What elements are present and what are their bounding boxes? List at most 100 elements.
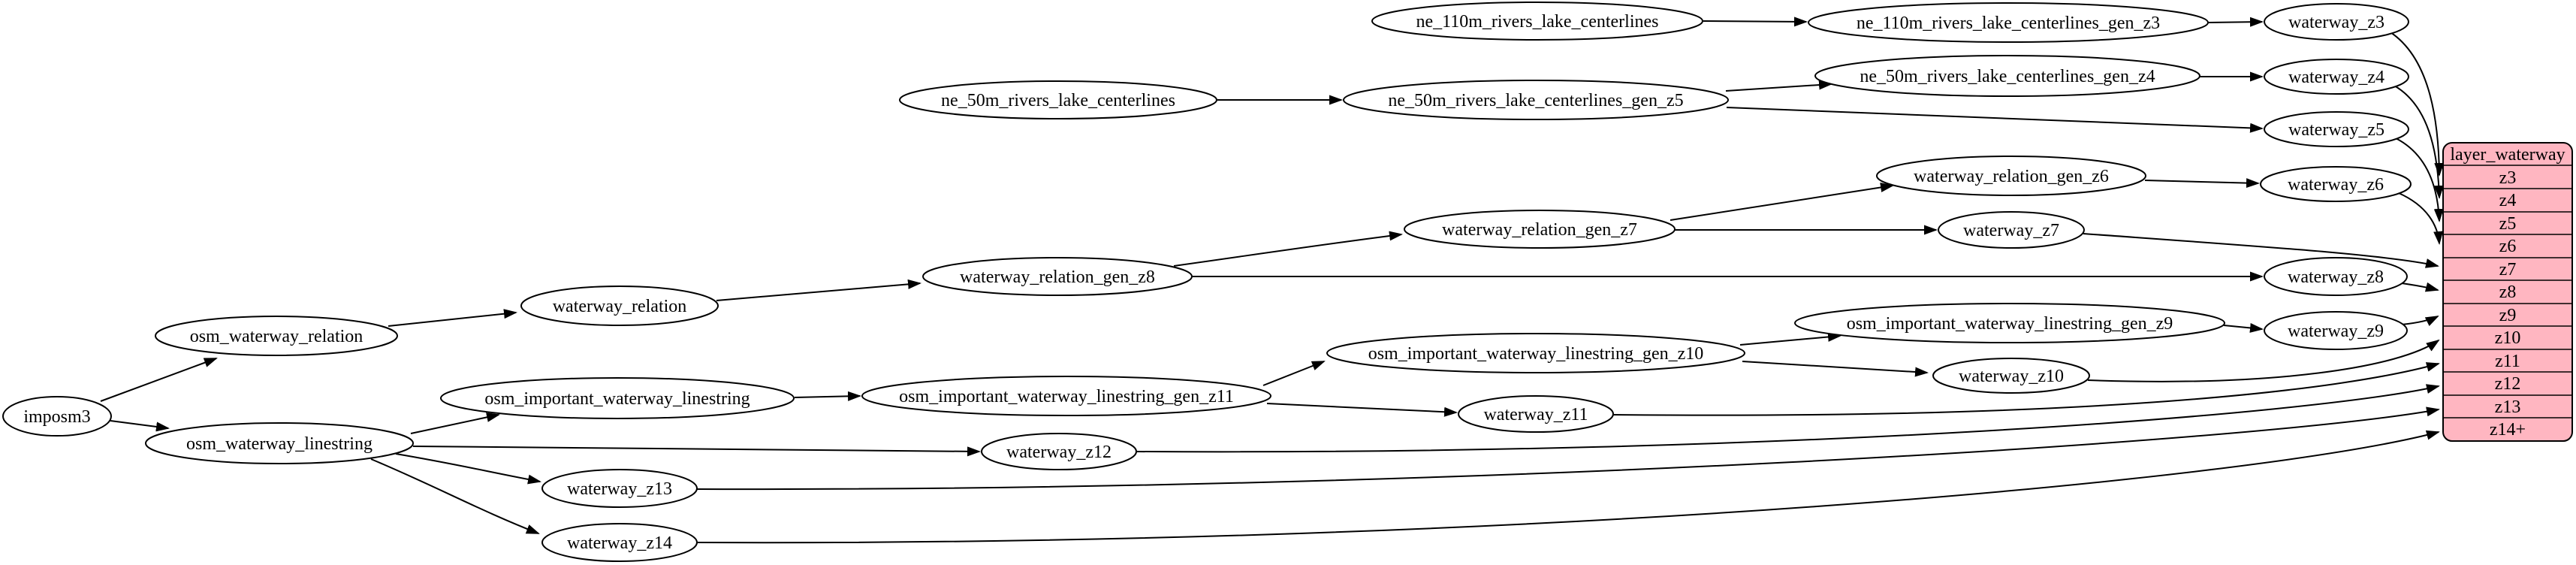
table-row-z6: z6 bbox=[2499, 237, 2517, 256]
node-osm_waterway_linestring: osm_waterway_linestring bbox=[145, 422, 414, 464]
node-osm_important_waterway_linestring_gen_z9: osm_important_waterway_linestring_gen_z9 bbox=[1794, 303, 2225, 343]
edge-gen_z3-to-waterway_z3 bbox=[2207, 17, 2264, 27]
edge-waterway_relation-to-waterway_relation_gen_z8 bbox=[716, 279, 922, 301]
node-waterway_z10: waterway_z10 bbox=[1932, 358, 2090, 394]
node-waterway_z3-label: waterway_z3 bbox=[2288, 13, 2384, 32]
table-row-z14plus: z14+ bbox=[2490, 420, 2526, 440]
node-waterway_z13: waterway_z13 bbox=[541, 469, 698, 508]
node-ne_50m_rivers_lake_centerlines-label: ne_50m_rivers_lake_centerlines bbox=[941, 91, 1175, 110]
edge-waterway_z11-to-row-z11 bbox=[1612, 362, 2440, 416]
edge-waterway_z3-to-row-z3 bbox=[2390, 32, 2445, 177]
node-waterway_relation-label: waterway_relation bbox=[553, 297, 687, 316]
edge-osm_waterway_relation-to-waterway_relation bbox=[388, 309, 517, 327]
edge-gen_z10-to-gen_z9 bbox=[1739, 331, 1842, 346]
edge-waterway_relation_gen_z8-to-waterway_relation_gen_z7 bbox=[1173, 231, 1403, 267]
edge-waterway_z12-to-row-z12 bbox=[1136, 384, 2440, 453]
node-waterway_z11: waterway_z11 bbox=[1458, 395, 1614, 433]
node-waterway_relation_gen_z6-label: waterway_relation_gen_z6 bbox=[1914, 167, 2109, 186]
edge-waterway_z4-to-row-z4 bbox=[2394, 85, 2444, 199]
layer-waterway-table: layer_waterway z3 z4 z5 z6 z7 z8 z9 z10 … bbox=[2442, 142, 2573, 442]
node-waterway_z6: waterway_z6 bbox=[2260, 166, 2412, 202]
edge-waterway_z13-to-row-z13 bbox=[696, 406, 2440, 491]
node-waterway_relation_gen_z7-label: waterway_relation_gen_z7 bbox=[1442, 220, 1637, 240]
edge-gen_z10-to-waterway_z10 bbox=[1742, 361, 1929, 377]
node-ne_110m_rivers_lake_centerlines_gen_z3: ne_110m_rivers_lake_centerlines_gen_z3 bbox=[1808, 2, 2209, 43]
node-waterway_z14-label: waterway_z14 bbox=[567, 533, 672, 553]
node-waterway_z9: waterway_z9 bbox=[2264, 311, 2408, 350]
node-ne_50m_rivers_lake_centerlines_gen_z5: ne_50m_rivers_lake_centerlines_gen_z5 bbox=[1343, 80, 1729, 120]
node-waterway_z5-label: waterway_z5 bbox=[2288, 120, 2384, 140]
node-osm_important_waterway_linestring_gen_z11-label: osm_important_waterway_linestring_gen_z1… bbox=[899, 387, 1234, 406]
node-ne_110m_rivers_lake_centerlines: ne_110m_rivers_lake_centerlines bbox=[1371, 2, 1703, 41]
node-osm_important_waterway_linestring: osm_important_waterway_linestring bbox=[440, 377, 795, 419]
node-waterway_z6-label: waterway_z6 bbox=[2288, 175, 2384, 195]
node-imposm3: imposm3 bbox=[2, 396, 112, 437]
edge-imposm3-to-osm_waterway_linestring bbox=[110, 420, 170, 432]
node-waterway_relation_gen_z8: waterway_relation_gen_z8 bbox=[922, 257, 1193, 296]
node-waterway_z9-label: waterway_z9 bbox=[2288, 322, 2384, 341]
table-title: layer_waterway bbox=[2450, 145, 2565, 165]
node-waterway_z11-label: waterway_z11 bbox=[1483, 405, 1588, 425]
edge-gen_z9-to-waterway_z9 bbox=[2223, 322, 2264, 333]
node-waterway_z3: waterway_z3 bbox=[2264, 3, 2409, 41]
node-waterway_z5: waterway_z5 bbox=[2264, 111, 2409, 147]
node-waterway_z8-label: waterway_z8 bbox=[2288, 267, 2384, 287]
edge-waterway_relation_gen_z7-to-waterway_relation_gen_z6 bbox=[1670, 183, 1894, 221]
node-waterway_z7-label: waterway_z7 bbox=[1963, 221, 2059, 240]
edge-layer bbox=[100, 17, 2445, 544]
table-row-z11: z11 bbox=[2495, 352, 2520, 371]
node-osm_important_waterway_linestring_gen_z10: osm_important_waterway_linestring_gen_z1… bbox=[1326, 333, 1745, 373]
node-ne_110m_rivers_lake_centerlines-label: ne_110m_rivers_lake_centerlines bbox=[1416, 12, 1659, 32]
node-ne_50m_rivers_lake_centerlines_gen_z5-label: ne_50m_rivers_lake_centerlines_gen_z5 bbox=[1388, 91, 1683, 110]
edge-osm_waterway_linestring-to-waterway_z13 bbox=[395, 453, 541, 485]
table-row-z7: z7 bbox=[2499, 260, 2517, 279]
edge-osm_waterway_linestring-to-waterway_z14 bbox=[370, 458, 540, 534]
table-row-z12: z12 bbox=[2495, 374, 2521, 394]
table-row-z3: z3 bbox=[2499, 168, 2517, 188]
node-waterway_z14: waterway_z14 bbox=[541, 523, 698, 562]
node-osm_important_waterway_linestring_gen_z10-label: osm_important_waterway_linestring_gen_z1… bbox=[1368, 344, 1704, 364]
node-waterway_relation_gen_z8-label: waterway_relation_gen_z8 bbox=[960, 267, 1155, 287]
table-row-z8: z8 bbox=[2499, 282, 2517, 302]
edge-waterway_z14-to-row-z14plus bbox=[696, 430, 2440, 544]
edge-gen_z5-to-gen_z4 bbox=[1725, 80, 1832, 92]
node-waterway_z4-label: waterway_z4 bbox=[2288, 68, 2384, 87]
edge-ne_110m-to-gen_z3 bbox=[1703, 17, 1808, 27]
node-waterway_z12-label: waterway_z12 bbox=[1006, 443, 1112, 462]
node-waterway_z7: waterway_z7 bbox=[1938, 211, 2085, 249]
node-waterway_z4: waterway_z4 bbox=[2264, 59, 2409, 95]
edge-osm_important_waterway_linestring-to-gen_z11 bbox=[794, 391, 861, 401]
table-row-z10: z10 bbox=[2495, 328, 2521, 348]
node-waterway_z8: waterway_z8 bbox=[2264, 257, 2408, 296]
edge-gen_z11-to-waterway_z11 bbox=[1266, 403, 1458, 417]
node-osm_waterway_relation: osm_waterway_relation bbox=[155, 316, 398, 356]
node-osm_important_waterway_linestring_gen_z11: osm_important_waterway_linestring_gen_z1… bbox=[861, 376, 1271, 416]
node-ne_110m_rivers_lake_centerlines_gen_z3-label: ne_110m_rivers_lake_centerlines_gen_z3 bbox=[1857, 14, 2160, 33]
node-osm_important_waterway_linestring-label: osm_important_waterway_linestring bbox=[484, 389, 750, 409]
node-osm_waterway_relation-label: osm_waterway_relation bbox=[190, 327, 363, 346]
node-waterway_relation_gen_z7: waterway_relation_gen_z7 bbox=[1404, 210, 1676, 249]
node-waterway_relation_gen_z6: waterway_relation_gen_z6 bbox=[1876, 156, 2146, 196]
edge-imposm3-to-osm_waterway_relation bbox=[100, 358, 218, 402]
edge-waterway_z5-to-row-z5 bbox=[2395, 137, 2444, 222]
table-row-z5: z5 bbox=[2499, 214, 2517, 234]
node-waterway_z12: waterway_z12 bbox=[981, 433, 1137, 470]
table-row-z13: z13 bbox=[2495, 397, 2521, 417]
edge-osm_waterway_linestring-to-waterway_z12 bbox=[412, 446, 981, 457]
node-waterway_z13-label: waterway_z13 bbox=[567, 479, 672, 499]
table-row-z9: z9 bbox=[2499, 306, 2517, 325]
node-osm_important_waterway_linestring_gen_z9-label: osm_important_waterway_linestring_gen_z9 bbox=[1847, 314, 2173, 334]
edge-waterway_z6-to-row-z6 bbox=[2398, 192, 2444, 245]
edge-gen_z5-to-waterway_z5 bbox=[1726, 107, 2264, 133]
node-waterway_relation: waterway_relation bbox=[520, 286, 719, 326]
node-ne_50m_rivers_lake_centerlines: ne_50m_rivers_lake_centerlines bbox=[899, 80, 1217, 119]
edge-gen_z11-to-gen_z10 bbox=[1262, 361, 1326, 386]
edge-waterway_z10-to-row-z10 bbox=[2087, 339, 2440, 382]
node-waterway_z10-label: waterway_z10 bbox=[1959, 367, 2064, 386]
edge-waterway_z9-to-row-z9 bbox=[2401, 316, 2439, 326]
table-row-z4: z4 bbox=[2499, 191, 2517, 210]
node-ne_50m_rivers_lake_centerlines_gen_z4: ne_50m_rivers_lake_centerlines_gen_z4 bbox=[1814, 55, 2200, 97]
edge-waterway_z8-to-row-z8 bbox=[2401, 282, 2439, 292]
edge-waterway_relation_gen_z6-to-waterway_z6 bbox=[2144, 178, 2260, 189]
